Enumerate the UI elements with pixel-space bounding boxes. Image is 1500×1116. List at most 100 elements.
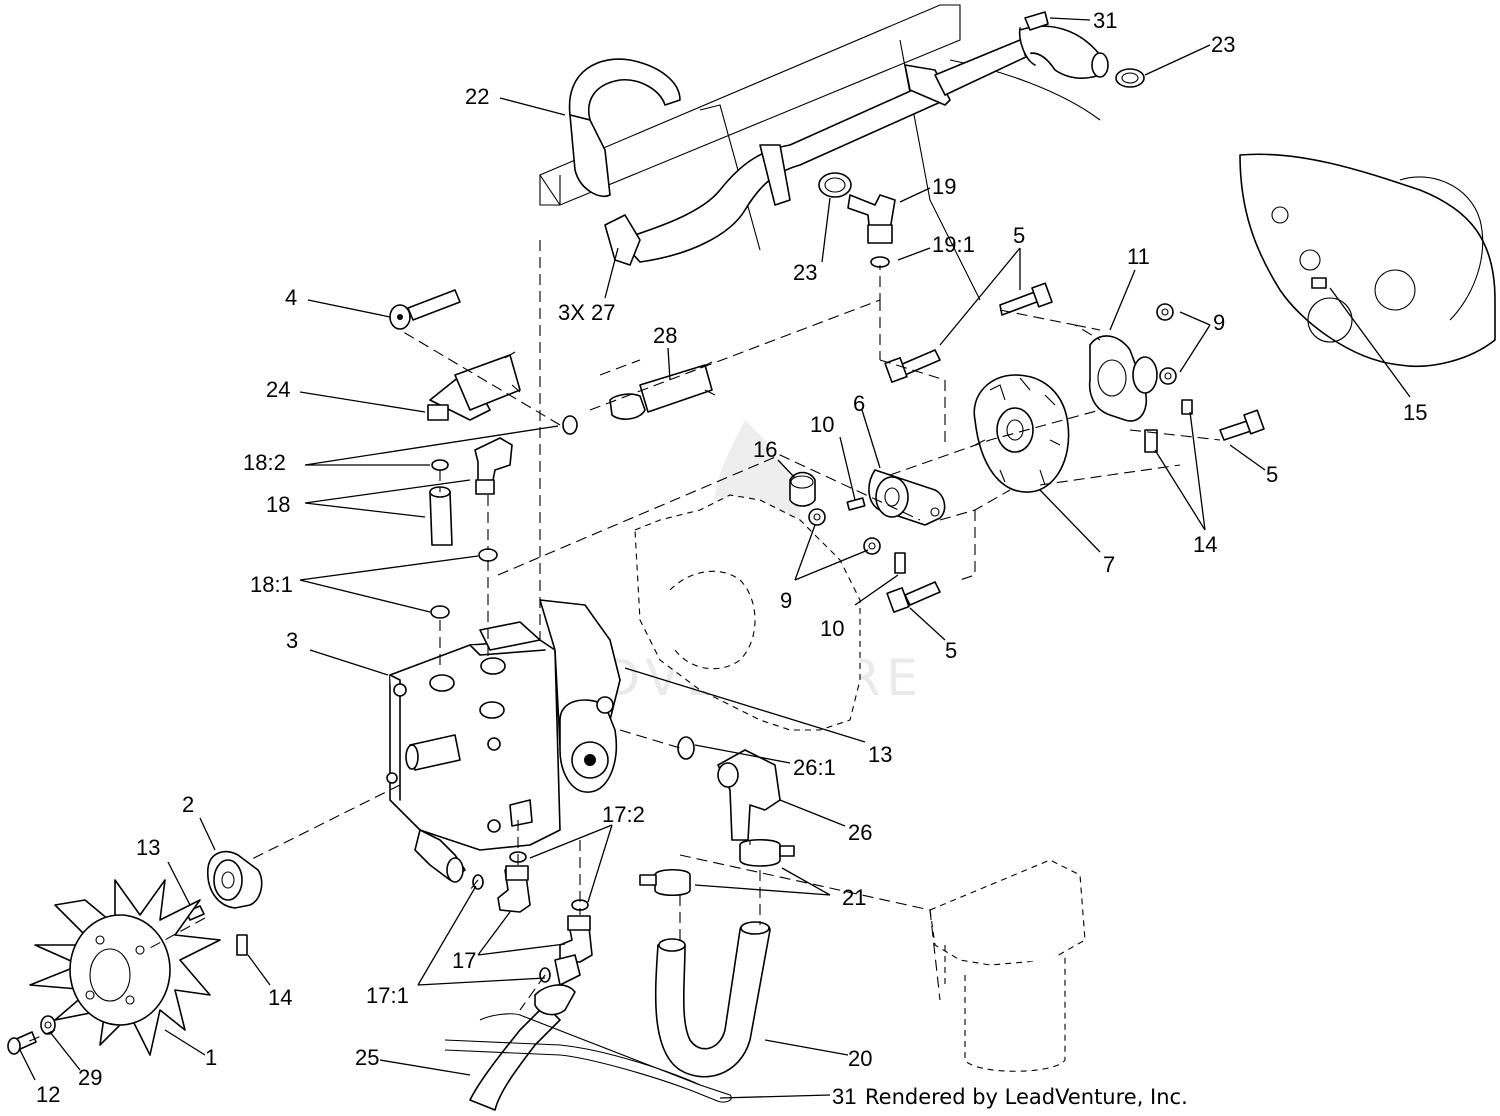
callout-17: 17 — [452, 948, 476, 973]
hose-assembly-22 — [568, 25, 1109, 266]
callout-12: 12 — [36, 1082, 60, 1107]
callout-1: 1 — [205, 1045, 217, 1070]
callout-10-a: 10 — [810, 412, 834, 437]
hose-20 — [654, 921, 771, 1078]
elbow-fitting-26 — [717, 749, 781, 841]
callout-26-1: 26:1 — [793, 755, 836, 780]
callout-17-1: 17:1 — [366, 983, 409, 1008]
callout-9-b: 9 — [780, 588, 792, 613]
fitting-24 — [427, 351, 521, 421]
screw-14-a — [1181, 399, 1193, 415]
callout-20: 20 — [848, 1046, 872, 1071]
callout-5-a: 5 — [1013, 223, 1025, 248]
elbow-fitting-18-right — [474, 437, 513, 495]
straight-fitting-18 — [429, 486, 453, 546]
callout-3x-27: 3X 27 — [558, 300, 616, 325]
bolt-5-b — [884, 349, 941, 383]
bolt-5-c — [1219, 409, 1265, 441]
hose-clamp-31-top — [1018, 11, 1049, 66]
callout-2: 2 — [182, 792, 194, 817]
fitting-hose-lower-left — [414, 829, 466, 883]
callout-31-bottom: 31 — [832, 1084, 856, 1109]
hose-clamp-23-top — [1115, 68, 1145, 88]
set-screw-10-a — [846, 497, 866, 511]
nut-9-d — [863, 537, 881, 555]
hose-25 — [469, 984, 576, 1111]
callout-5-c: 5 — [945, 638, 957, 663]
callout-16: 16 — [753, 437, 777, 462]
coupler-7 — [973, 374, 1070, 493]
callout-5-b: 5 — [1266, 462, 1278, 487]
fan-1 — [29, 879, 221, 1056]
callout-3: 3 — [286, 628, 298, 653]
assembly-lines — [24, 240, 1221, 1044]
callout-7: 7 — [1103, 552, 1115, 577]
key-13 — [185, 905, 205, 921]
filter-assembly — [929, 859, 1086, 1072]
o-ring-18-1-b — [430, 605, 450, 619]
callout-4: 4 — [285, 285, 297, 310]
spacer-16 — [789, 471, 816, 507]
callout-28: 28 — [653, 323, 677, 348]
callout-17-2: 17:2 — [602, 802, 645, 827]
callout-10-b: 10 — [820, 616, 844, 641]
callout-18-1: 18:1 — [250, 572, 293, 597]
cap-screw-4 — [389, 289, 461, 330]
hub-6 — [868, 469, 946, 526]
callout-15: 15 — [1403, 400, 1427, 425]
hose-clamp-23-mid — [818, 172, 852, 198]
engine-adaptor-plate — [634, 494, 861, 731]
o-ring-18-2-a — [431, 459, 449, 471]
nut-9-c — [808, 508, 826, 526]
callout-18-2: 18:2 — [243, 450, 286, 475]
callout-23-mid: 23 — [793, 260, 817, 285]
callout-24: 24 — [266, 377, 290, 402]
callout-labels: 31 23 22 19 23 19:1 3X 27 5 11 9 15 4 28… — [36, 8, 1427, 1109]
callout-9-a: 9 — [1213, 310, 1225, 335]
callout-11: 11 — [1127, 244, 1150, 269]
hydraulic-pump-3 — [386, 599, 621, 851]
render-credit: Rendered by LeadVenture, Inc. — [865, 1085, 1188, 1109]
callout-13-a: 13 — [868, 742, 892, 767]
screw-14-b — [1144, 429, 1158, 453]
screw-14-hub — [236, 934, 248, 956]
callout-29: 29 — [78, 1065, 102, 1090]
callout-14-b: 14 — [268, 985, 292, 1010]
callout-25: 25 — [355, 1045, 379, 1070]
callout-14-a: 14 — [1193, 532, 1217, 557]
callout-23-top: 23 — [1211, 32, 1235, 57]
callout-13-b: 13 — [136, 835, 160, 860]
shield-15 — [1239, 153, 1496, 368]
elbow-fitting-19 — [847, 194, 896, 244]
callout-22: 22 — [465, 84, 489, 109]
washer-29 — [40, 1015, 56, 1035]
bolt-5-a — [999, 282, 1053, 316]
callout-18: 18 — [266, 492, 290, 517]
flange-11 — [1088, 335, 1158, 422]
callout-6: 6 — [853, 391, 865, 416]
fan-hub-2 — [207, 851, 263, 909]
cable-tie-31-bottom — [444, 1013, 732, 1103]
callout-19: 19 — [932, 174, 956, 199]
hose-clamp-21-a — [739, 838, 795, 867]
callout-26: 26 — [848, 820, 872, 845]
o-ring-18-2-b — [562, 415, 578, 435]
o-ring-26-1 — [677, 736, 695, 760]
o-ring-18-1-a — [478, 548, 498, 562]
fitting-17-1-straight — [554, 954, 581, 986]
nut-9-a — [1156, 303, 1174, 321]
elbow-fitting-17-a — [497, 865, 531, 913]
hose-clamp-21-b — [639, 868, 691, 897]
bolt-5-d — [886, 581, 941, 613]
leader-lines — [19, 17, 1411, 1099]
elbow-fitting-17-b — [559, 915, 593, 963]
callout-21: 21 — [842, 885, 866, 910]
screw-12 — [7, 1031, 37, 1055]
callout-31-top: 31 — [1093, 8, 1117, 33]
o-ring-17-1-a — [472, 874, 484, 890]
fitting-28 — [609, 361, 716, 420]
callout-19-1: 19:1 — [932, 232, 975, 257]
set-screw-10-b — [894, 552, 906, 574]
nut-9-b — [1159, 367, 1177, 385]
